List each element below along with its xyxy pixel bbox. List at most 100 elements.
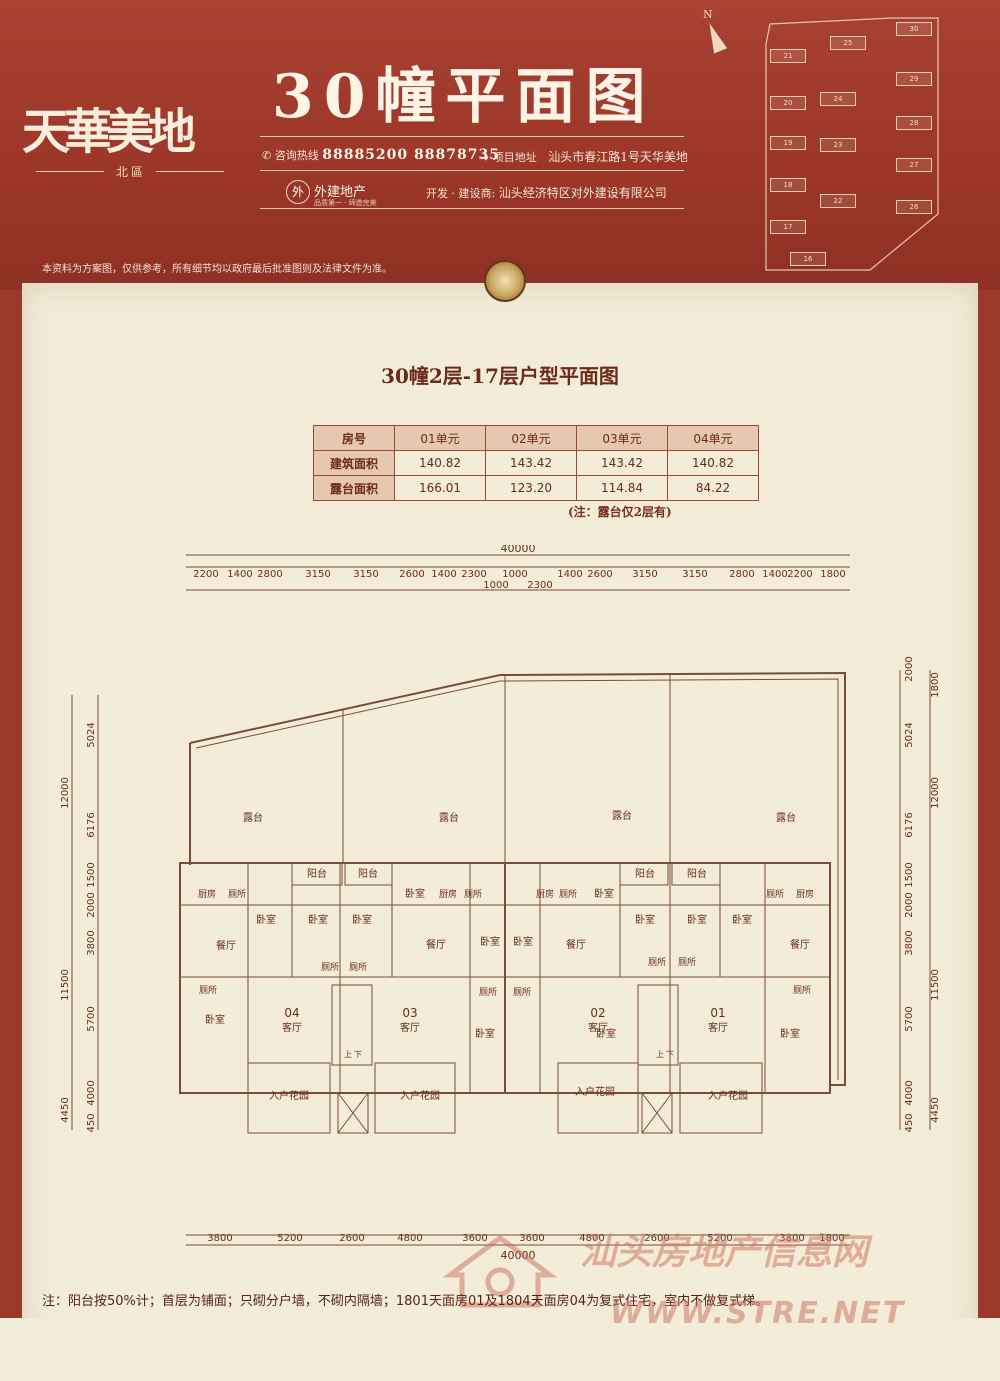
top-dim-label: 3150 — [682, 569, 707, 580]
living-room-label: 客厅 — [282, 1021, 302, 1034]
table-cell: 114.84 — [576, 475, 668, 501]
bottom-dim-label: 2600 — [644, 1233, 669, 1244]
dining-label: 餐厅 — [566, 938, 586, 951]
garden-label: 入户花园 — [400, 1089, 440, 1102]
balcony-label: 阳台 — [307, 867, 327, 880]
bedroom-label: 卧室 — [256, 913, 276, 926]
toilet-label: 厕所 — [766, 889, 784, 900]
table-cell: 143.42 — [576, 450, 668, 476]
location-icon: ➜ — [480, 151, 490, 164]
site-building: 20 — [770, 96, 806, 110]
left-dim-label: 4450 — [60, 1097, 71, 1122]
left-dim-label: 3800 — [86, 930, 97, 955]
left-dim-label: 11500 — [60, 969, 71, 1001]
table-cell: 140.82 — [394, 450, 486, 476]
site-building: 27 — [896, 158, 932, 172]
compass-icon — [702, 20, 728, 54]
developer-full-name: 汕头经济特区对外建设有限公司 — [498, 186, 667, 200]
top-dim-label: 2200 — [193, 569, 218, 580]
terrace-label: 露台 — [439, 811, 459, 824]
dining-label: 餐厅 — [426, 938, 446, 951]
bedroom-label: 卧室 — [405, 887, 425, 900]
table-header: 04单元 — [667, 425, 759, 451]
table-note: (注：露台仅2层有) — [568, 505, 672, 519]
developer-slogan: 品质第一 · 缔造完美 — [314, 199, 377, 207]
top-dim-label: 1400 — [227, 569, 252, 580]
garden-box — [374, 1062, 456, 1134]
kitchen-label: 厨房 — [796, 888, 814, 900]
left-dim-label: 2000 — [86, 892, 97, 917]
site-building: 26 — [896, 200, 932, 214]
top-dim-label: 2300 — [527, 580, 552, 591]
site-building: 28 — [896, 116, 932, 130]
living-room-label: 客厅 — [708, 1021, 728, 1034]
site-building: 30 — [896, 22, 932, 36]
right-dim-label: 12000 — [930, 777, 941, 809]
toilet-label: 厕所 — [321, 962, 339, 973]
garden-label: 入户花园 — [708, 1089, 748, 1102]
disclaimer: 本资料为方案图，仅供参考，所有细节均以政府最后批准图则及法律文件为准。 — [42, 264, 392, 275]
right-dim-label: 2000 — [904, 892, 915, 917]
developer-name: 外建地产 — [314, 185, 367, 200]
left-dim-label: 4000 — [86, 1080, 97, 1105]
unit-number: 02 — [590, 1006, 605, 1020]
left-dim-label: 450 — [86, 1113, 97, 1132]
unit-number: 03 — [402, 1006, 417, 1020]
balcony-box — [291, 862, 343, 886]
left-dim-label: 6176 — [86, 812, 97, 837]
bedroom-label: 卧室 — [513, 935, 533, 948]
info-rule — [260, 170, 684, 171]
toilet-label: 厕所 — [464, 889, 482, 900]
top-dim-label: 1400 — [431, 569, 456, 580]
bottom-dim-label: 3800 — [207, 1233, 232, 1244]
toilet-label: 厕所 — [648, 957, 666, 968]
bedroom-label: 卧室 — [475, 1027, 495, 1040]
bottom-dim-label: 1800 — [819, 1233, 844, 1244]
stair-up-label: 上 — [656, 1050, 664, 1059]
bedroom-label: 卧室 — [205, 1013, 225, 1026]
bottom-dim-label: 5200 — [707, 1233, 732, 1244]
stair-down-label: 下 — [354, 1050, 362, 1059]
developer-rule — [260, 208, 684, 209]
top-dim-label: 1000 — [502, 569, 527, 580]
top-dim-label: 2800 — [729, 569, 754, 580]
watermark-url: WWW.STRE.NET — [610, 1296, 906, 1331]
balcony-box — [619, 862, 669, 886]
bedroom-label: 卧室 — [480, 935, 500, 948]
toilet-label: 厕所 — [479, 987, 497, 998]
top-dim-label: 3150 — [632, 569, 657, 580]
house-watermark-icon — [440, 1230, 560, 1314]
footer-note: 注：阳台按50%计；首层为铺面；只砌分户墙，不砌内隔墙；1801天面房01及18… — [42, 1294, 769, 1309]
bottom-dim-label: 3800 — [779, 1233, 804, 1244]
table-cell: 143.42 — [485, 450, 577, 476]
balcony-label: 阳台 — [358, 867, 378, 880]
bottom-dim-label: 2600 — [339, 1233, 364, 1244]
bottom-dim-label: 5200 — [277, 1233, 302, 1244]
brand-sub: 北區 — [116, 165, 147, 179]
hotline-label: 咨询热线 — [274, 149, 319, 162]
total-width-label: 40000 — [501, 545, 536, 555]
site-building: 24 — [820, 92, 856, 106]
unit-number: 04 — [284, 1006, 299, 1020]
living-room-label: 客厅 — [588, 1021, 608, 1034]
elevator-right — [641, 1092, 673, 1134]
balcony-box — [671, 862, 721, 886]
terrace-label: 露台 — [776, 811, 796, 824]
brand-logo: 天華美地 — [22, 104, 196, 160]
garden-label: 入户花园 — [269, 1089, 309, 1102]
top-dim-label: 3150 — [305, 569, 330, 580]
table-header-row: 房号 01单元 02单元 03单元 04单元 — [313, 425, 759, 451]
developer-logo-icon: 外 — [286, 180, 310, 204]
toilet-label: 厕所 — [793, 985, 811, 996]
bedroom-label: 卧室 — [732, 913, 752, 926]
toilet-label: 厕所 — [228, 889, 246, 900]
top-dim-label: 1400 — [557, 569, 582, 580]
plan-title: 30幢2层-17层户型平面图 — [381, 364, 619, 388]
right-dim-label: 11500 — [930, 969, 941, 1001]
stair-up-label: 上 — [344, 1050, 352, 1059]
bottom-dim-label: 3600 — [462, 1233, 487, 1244]
bedroom-label: 卧室 — [635, 913, 655, 926]
top-dim-label: 3150 — [353, 569, 378, 580]
bottom-dim-label: 4800 — [579, 1233, 604, 1244]
